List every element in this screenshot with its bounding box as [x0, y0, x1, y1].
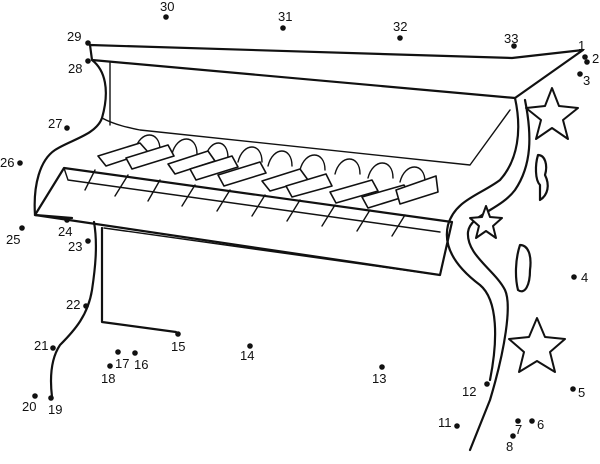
svg-text:21: 21 [34, 338, 48, 353]
dot-2[interactable]: 2 [584, 51, 599, 66]
svg-text:32: 32 [393, 19, 407, 34]
svg-text:18: 18 [101, 371, 115, 386]
dot-3[interactable]: 3 [577, 71, 590, 88]
dot-20[interactable]: 20 [22, 393, 38, 414]
svg-text:12: 12 [462, 384, 476, 399]
svg-text:20: 20 [22, 399, 36, 414]
svg-text:11: 11 [438, 415, 452, 430]
dot-1[interactable]: 1 [578, 38, 588, 60]
dot-21[interactable]: 21 [34, 338, 56, 353]
dot-5[interactable]: 5 [570, 385, 585, 400]
dot-13[interactable]: 13 [372, 364, 386, 386]
svg-text:22: 22 [66, 297, 80, 312]
dot-28[interactable]: 28 [68, 58, 91, 76]
dot-22[interactable]: 22 [66, 297, 89, 312]
dot-29[interactable]: 29 [67, 29, 91, 46]
svg-text:5: 5 [578, 385, 585, 400]
svg-text:19: 19 [48, 402, 62, 417]
svg-text:8: 8 [506, 439, 513, 454]
svg-text:17: 17 [115, 356, 129, 371]
svg-text:33: 33 [504, 31, 518, 46]
dot-24[interactable]: 24 [58, 217, 72, 239]
svg-text:24: 24 [58, 224, 72, 239]
svg-text:16: 16 [134, 357, 148, 372]
svg-text:4: 4 [581, 270, 588, 285]
dot-14[interactable]: 14 [240, 343, 254, 363]
dot-8[interactable]: 8 [506, 433, 516, 454]
svg-text:13: 13 [372, 371, 386, 386]
dot-33[interactable]: 33 [504, 31, 518, 49]
svg-text:2: 2 [592, 51, 599, 66]
dot-19[interactable]: 19 [48, 395, 62, 417]
svg-text:3: 3 [583, 73, 590, 88]
dot-32[interactable]: 32 [393, 19, 407, 41]
dot-12[interactable]: 12 [462, 381, 490, 399]
dot-6[interactable]: 6 [529, 417, 544, 432]
svg-text:7: 7 [515, 422, 522, 437]
dot-23[interactable]: 23 [68, 238, 91, 254]
piano-drawing [33, 43, 585, 452]
svg-text:14: 14 [240, 348, 254, 363]
svg-text:1: 1 [578, 38, 585, 53]
dot-18[interactable]: 18 [101, 363, 115, 386]
dot-17[interactable]: 17 [115, 349, 129, 371]
svg-text:25: 25 [6, 232, 20, 247]
dot-27[interactable]: 27 [48, 116, 70, 131]
dot-25[interactable]: 25 [6, 225, 25, 247]
dot-15[interactable]: 15 [171, 331, 185, 354]
dot-11[interactable]: 11 [438, 415, 460, 430]
svg-text:6: 6 [537, 417, 544, 432]
svg-text:26: 26 [0, 155, 14, 170]
svg-text:15: 15 [171, 339, 185, 354]
dot-16[interactable]: 16 [132, 350, 148, 372]
svg-text:30: 30 [160, 0, 174, 14]
dot-26[interactable]: 26 [0, 155, 23, 170]
svg-text:23: 23 [68, 239, 82, 254]
svg-text:29: 29 [67, 29, 81, 44]
dot-4[interactable]: 4 [571, 270, 588, 285]
dot-31[interactable]: 31 [278, 9, 292, 31]
svg-text:31: 31 [278, 9, 292, 24]
svg-text:28: 28 [68, 61, 82, 76]
dot-layer: 1 2 3 4 5 6 7 8 11 12 13 14 15 16 17 18 … [0, 0, 599, 454]
dot-7[interactable]: 7 [515, 418, 522, 437]
svg-text:27: 27 [48, 116, 62, 131]
dot-30[interactable]: 30 [160, 0, 174, 20]
